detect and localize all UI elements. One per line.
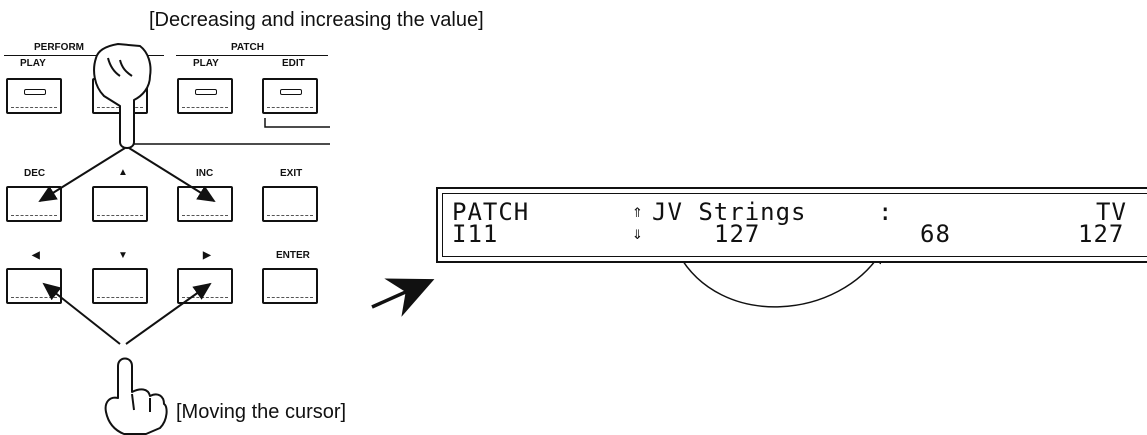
enter-label: ENTER [276, 250, 310, 261]
patch-group-line [176, 55, 328, 56]
patch-group-label: PATCH [231, 42, 264, 53]
performance-group-label: PERFORM [34, 42, 84, 53]
cursor-move-arrow [677, 249, 883, 308]
lcd-colon: : [878, 198, 894, 226]
right-pointer-arrow [125, 282, 212, 345]
dec-pointer-arrow [38, 147, 126, 203]
left-pointer-arrow [42, 282, 121, 345]
to-display-arrow [371, 278, 435, 317]
down-button[interactable] [92, 268, 148, 304]
lower-hand-icon [104, 357, 168, 435]
patch-play-label: PLAY [193, 58, 219, 69]
inc-pointer-arrow [128, 147, 216, 203]
lcd-patch-name: JV Strings [652, 198, 807, 226]
up-button[interactable] [92, 186, 148, 222]
patch-play-button[interactable] [177, 78, 233, 114]
lcd-inner-frame [442, 193, 1147, 257]
cursor-move-caption: [Moving the cursor] [176, 401, 347, 423]
dec-label: DEC [24, 168, 46, 179]
perf-play-label: PLAY [20, 58, 46, 69]
inc-label: INC [196, 168, 214, 179]
patch-edit-label: EDIT [282, 58, 305, 69]
up-label: ▲ [118, 167, 128, 178]
upper-hand-icon [93, 43, 152, 149]
patch-edit-button[interactable] [262, 78, 318, 114]
performance-group-line [4, 55, 164, 56]
patch-play-led [195, 89, 217, 95]
dec-button[interactable] [6, 186, 62, 222]
edit-bracket-line [264, 118, 330, 128]
perf-play-led [24, 89, 46, 95]
perf-play-button[interactable] [6, 78, 62, 114]
down-label: ▼ [118, 250, 128, 261]
lcd-value-3: 127 [1078, 220, 1125, 248]
lcd-display: PATCH ⇑ JV Strings : TV I11 ⇓ 127 68 127 [436, 187, 1147, 263]
lcd-value-1: 127 [714, 220, 761, 248]
enter-button[interactable] [262, 268, 318, 304]
lcd-down-arrow-icon: ⇓ [632, 223, 644, 244]
lcd-value-2: 68 [920, 220, 951, 248]
right-label: ▶ [203, 250, 211, 261]
exit-label: EXIT [280, 168, 303, 179]
exit-button[interactable] [262, 186, 318, 222]
lcd-tv-text: TV [1096, 198, 1127, 226]
patch-edit-led [280, 89, 302, 95]
left-label: ◀ [32, 250, 40, 261]
lcd-mode-text: PATCH [452, 198, 530, 226]
lcd-patch-number: I11 [452, 220, 499, 248]
lcd-up-arrow-icon: ⇑ [632, 201, 644, 222]
value-change-caption: [Decreasing and increasing the value] [149, 9, 484, 31]
